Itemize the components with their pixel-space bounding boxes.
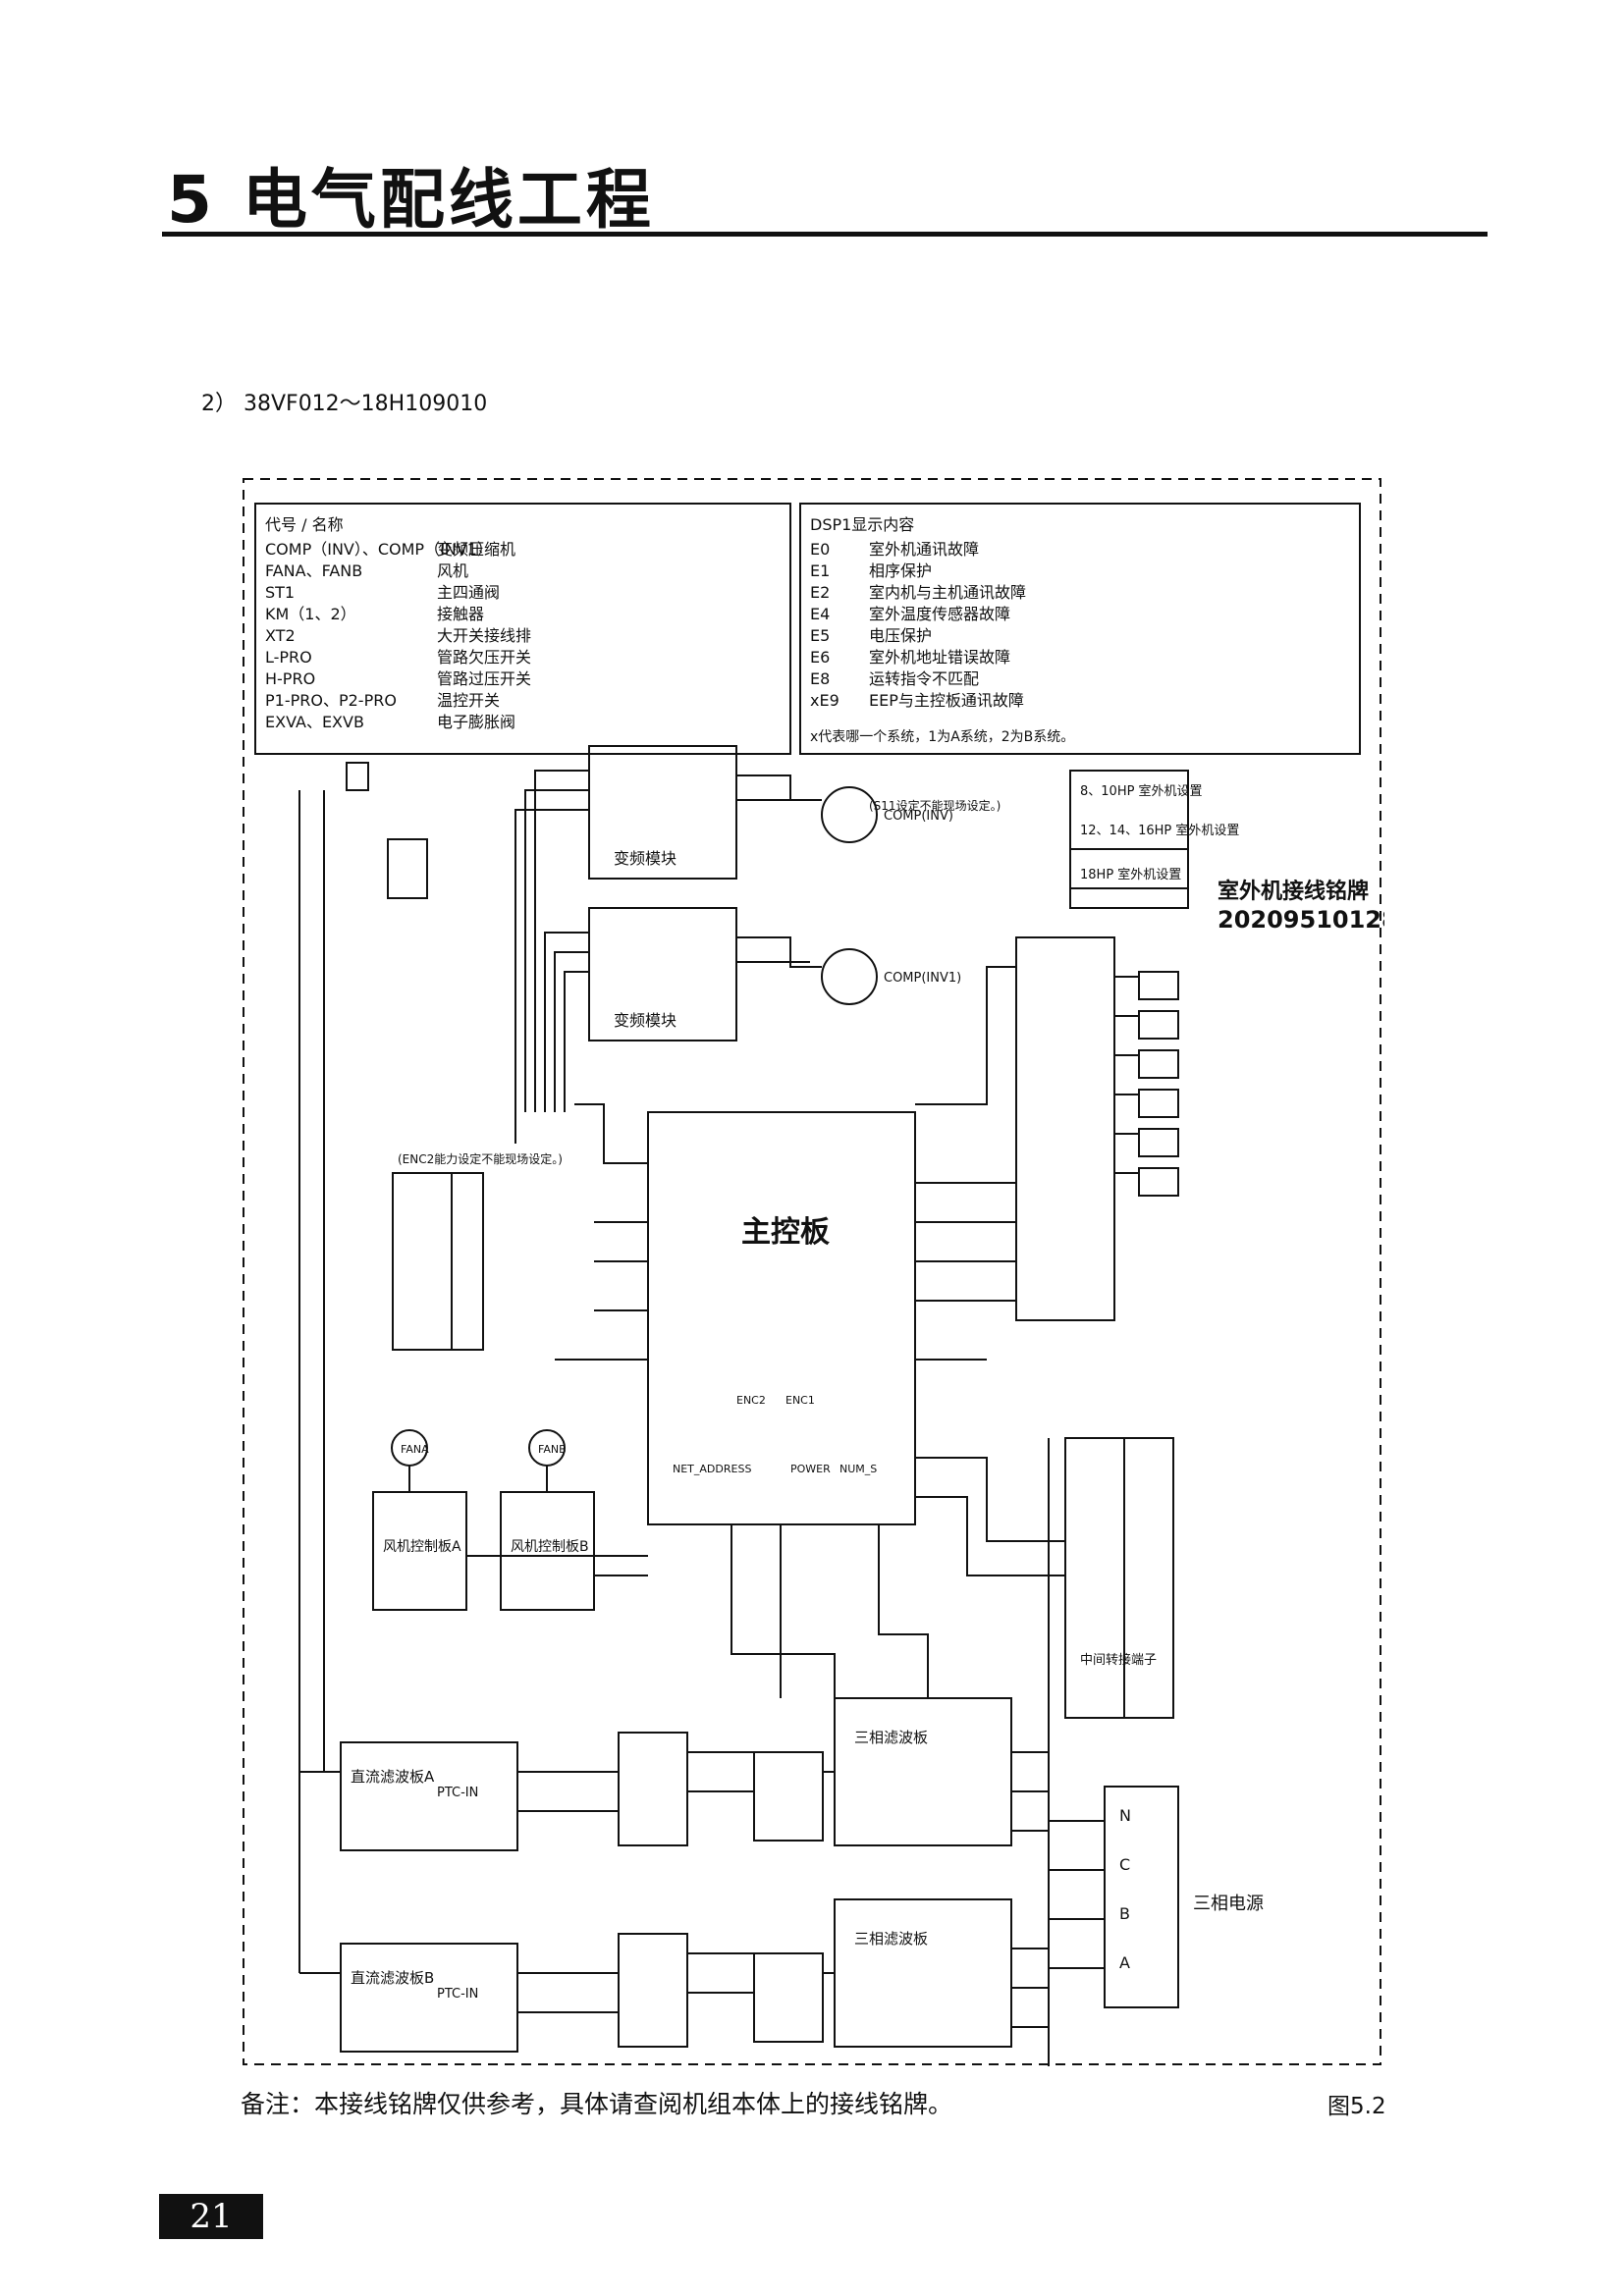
svg-text:电子膨胀阀: 电子膨胀阀 xyxy=(437,713,515,731)
svg-text:N: N xyxy=(1119,1806,1131,1825)
svg-text:KM（1、2）: KM（1、2） xyxy=(265,605,356,623)
svg-text:COMP(INV): COMP(INV) xyxy=(884,809,953,824)
wiring-diagram-svg: 代号 / 名称 DSP1显示内容 COMP（INV）、COMP（INV1） 变频… xyxy=(243,478,1414,2066)
power-supply-label: 三相电源 xyxy=(1193,1894,1264,1914)
svg-text:E5: E5 xyxy=(810,626,830,645)
svg-text:室外温度传感器故障: 室外温度传感器故障 xyxy=(869,605,1010,623)
legend-left-frame xyxy=(254,503,791,755)
svg-text:管路欠压开关: 管路欠压开关 xyxy=(437,648,531,667)
fan-module-a-label: 风机控制板A xyxy=(383,1539,461,1555)
svg-text:E4: E4 xyxy=(810,605,830,623)
svg-text:风机: 风机 xyxy=(437,561,468,580)
svg-text:温控开关: 温控开关 xyxy=(437,691,500,710)
svg-text:18HP 室外机设置: 18HP 室外机设置 xyxy=(1080,867,1181,882)
svg-text:EEP与主控板通讯故障: EEP与主控板通讯故障 xyxy=(869,691,1024,710)
svg-text:E2: E2 xyxy=(810,583,830,602)
dc-filter-b-box xyxy=(340,1943,518,2053)
svg-text:COMP（INV）、COMP（INV1）: COMP（INV）、COMP（INV1） xyxy=(265,540,493,559)
svg-text:NUM_S: NUM_S xyxy=(839,1463,877,1475)
svg-text:E1: E1 xyxy=(810,561,830,580)
svg-text:ST1: ST1 xyxy=(265,583,295,602)
svg-text:PTC-IN: PTC-IN xyxy=(437,1987,478,2002)
svg-text:12、14、16HP 室外机设置: 12、14、16HP 室外机设置 xyxy=(1080,823,1239,838)
inverter-module-1-box xyxy=(588,745,737,880)
svg-text:运转指令不匹配: 运转指令不匹配 xyxy=(869,669,979,688)
svg-text:8、10HP 室外机设置: 8、10HP 室外机设置 xyxy=(1080,783,1203,799)
dc-filter-a-box xyxy=(340,1741,518,1851)
svg-text:xE9: xE9 xyxy=(810,691,839,710)
svg-text:EXVA、EXVB: EXVA、EXVB xyxy=(265,713,364,731)
svg-text:室外机地址错误故障: 室外机地址错误故障 xyxy=(869,648,1010,667)
nameplate-number: 202095101283 xyxy=(1218,906,1384,934)
inverter-module-2-label: 变频模块 xyxy=(614,1011,677,1030)
fan-module-b-label: 风机控制板B xyxy=(511,1539,589,1555)
svg-text:(S11设定不能现场设定。): (S11设定不能现场设定。) xyxy=(869,798,1001,813)
svg-text:管路过压开关: 管路过压开关 xyxy=(437,669,531,688)
svg-text:(ENC2能力设定不能现场设定。): (ENC2能力设定不能现场设定。) xyxy=(398,1151,563,1166)
svg-text:接触器: 接触器 xyxy=(437,605,484,623)
svg-text:P1-PRO、P2-PRO: P1-PRO、P2-PRO xyxy=(265,691,397,710)
legend-right-frame xyxy=(799,503,1361,755)
svg-text:E6: E6 xyxy=(810,648,830,667)
svg-text:相序保护: 相序保护 xyxy=(869,561,932,580)
legend-left-header: 代号 / 名称 xyxy=(265,515,344,534)
svg-text:大开关接线排: 大开关接线排 xyxy=(437,626,531,645)
svg-text:室外机通讯故障: 室外机通讯故障 xyxy=(869,540,979,559)
svg-text:FANA、FANB: FANA、FANB xyxy=(265,561,362,580)
svg-text:主四通阀: 主四通阀 xyxy=(437,583,500,602)
fan-module-a-box xyxy=(372,1491,467,1611)
footnote: 备注：本接线铭牌仅供参考，具体请查阅机组本体上的接线铭牌。 xyxy=(241,2090,953,2118)
three-phase-filter-1-box xyxy=(834,1697,1012,1846)
dc-filter-a-label: 直流滤波板A xyxy=(351,1768,435,1786)
wiring-diagram: 代号 / 名称 DSP1显示内容 COMP（INV）、COMP（INV1） 变频… xyxy=(241,476,1414,2070)
three-phase-filter-2-label: 三相滤波板 xyxy=(854,1930,928,1948)
inverter-module-1-label: 变频模块 xyxy=(614,849,677,868)
svg-text:B: B xyxy=(1119,1904,1130,1923)
title-rule xyxy=(162,232,1488,237)
terminal-block-box xyxy=(1015,936,1115,1321)
svg-text:COMP(INV1): COMP(INV1) xyxy=(884,971,961,986)
svg-text:POWER: POWER xyxy=(790,1463,831,1475)
model-line: 2） 38VF012～18H109010 xyxy=(201,392,488,416)
svg-text:ENC2: ENC2 xyxy=(736,1394,766,1407)
figure-number: 图5.2 xyxy=(1327,2094,1386,2119)
svg-text:变频压缩机: 变频压缩机 xyxy=(437,540,515,559)
svg-text:A: A xyxy=(1119,1953,1130,1972)
power-terminal-frame xyxy=(1104,1786,1179,2008)
three-phase-filter-1-label: 三相滤波板 xyxy=(854,1729,928,1746)
svg-text:室内机与主机通讯故障: 室内机与主机通讯故障 xyxy=(869,583,1026,602)
dip-box-1 xyxy=(1069,770,1189,889)
page-number: 21 xyxy=(159,2194,263,2239)
svg-text:E0: E0 xyxy=(810,540,830,559)
svg-text:FANB: FANB xyxy=(538,1443,567,1456)
svg-text:x代表哪一个系统，1为A系统，2为B系统。: x代表哪一个系统，1为A系统，2为B系统。 xyxy=(810,729,1074,745)
svg-text:电压保护: 电压保护 xyxy=(869,626,932,645)
comm-terminal-frame xyxy=(1064,1437,1174,1719)
svg-text:L-PRO: L-PRO xyxy=(265,648,312,667)
svg-text:NET_ADDRESS: NET_ADDRESS xyxy=(673,1463,751,1475)
section-title: 5 电气配线工程 xyxy=(167,162,655,238)
svg-text:XT2: XT2 xyxy=(265,626,296,645)
compressor-2-symbol xyxy=(821,948,878,1005)
diagram-border xyxy=(243,478,1381,2065)
svg-text:ENC1: ENC1 xyxy=(785,1394,815,1407)
svg-text:C: C xyxy=(1119,1855,1130,1874)
inverter-module-2-box xyxy=(588,907,737,1041)
svg-text:FANA: FANA xyxy=(401,1443,429,1456)
nameplate-title: 室外机接线铭牌 xyxy=(1218,879,1369,904)
dc-filter-b-label: 直流滤波板B xyxy=(351,1969,434,1987)
svg-text:E8: E8 xyxy=(810,669,830,688)
three-phase-filter-2-box xyxy=(834,1898,1012,2048)
terminal-block-label: 中间转接端子 xyxy=(1080,1652,1157,1668)
legend-right-header: DSP1显示内容 xyxy=(810,515,914,534)
compressor-1-symbol xyxy=(821,786,878,843)
svg-text:PTC-IN: PTC-IN xyxy=(437,1786,478,1800)
main-board-label: 主控板 xyxy=(741,1215,830,1250)
svg-text:H-PRO: H-PRO xyxy=(265,669,315,688)
